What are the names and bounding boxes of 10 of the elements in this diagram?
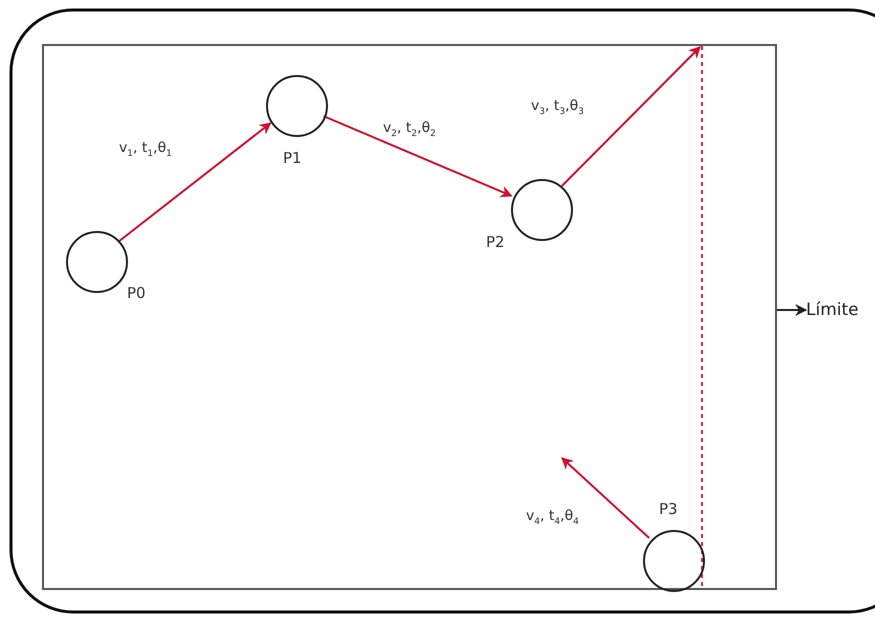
point-label: P2 bbox=[486, 235, 505, 250]
point-label: P0 bbox=[127, 286, 146, 301]
boundary-label: Límite bbox=[806, 299, 872, 321]
arrow bbox=[561, 46, 701, 187]
point-label: P1 bbox=[283, 151, 302, 166]
arrow bbox=[118, 122, 272, 242]
point-label: P3 bbox=[659, 502, 678, 517]
arrow bbox=[777, 304, 808, 316]
arrow bbox=[561, 457, 650, 539]
arrow bbox=[323, 115, 513, 198]
